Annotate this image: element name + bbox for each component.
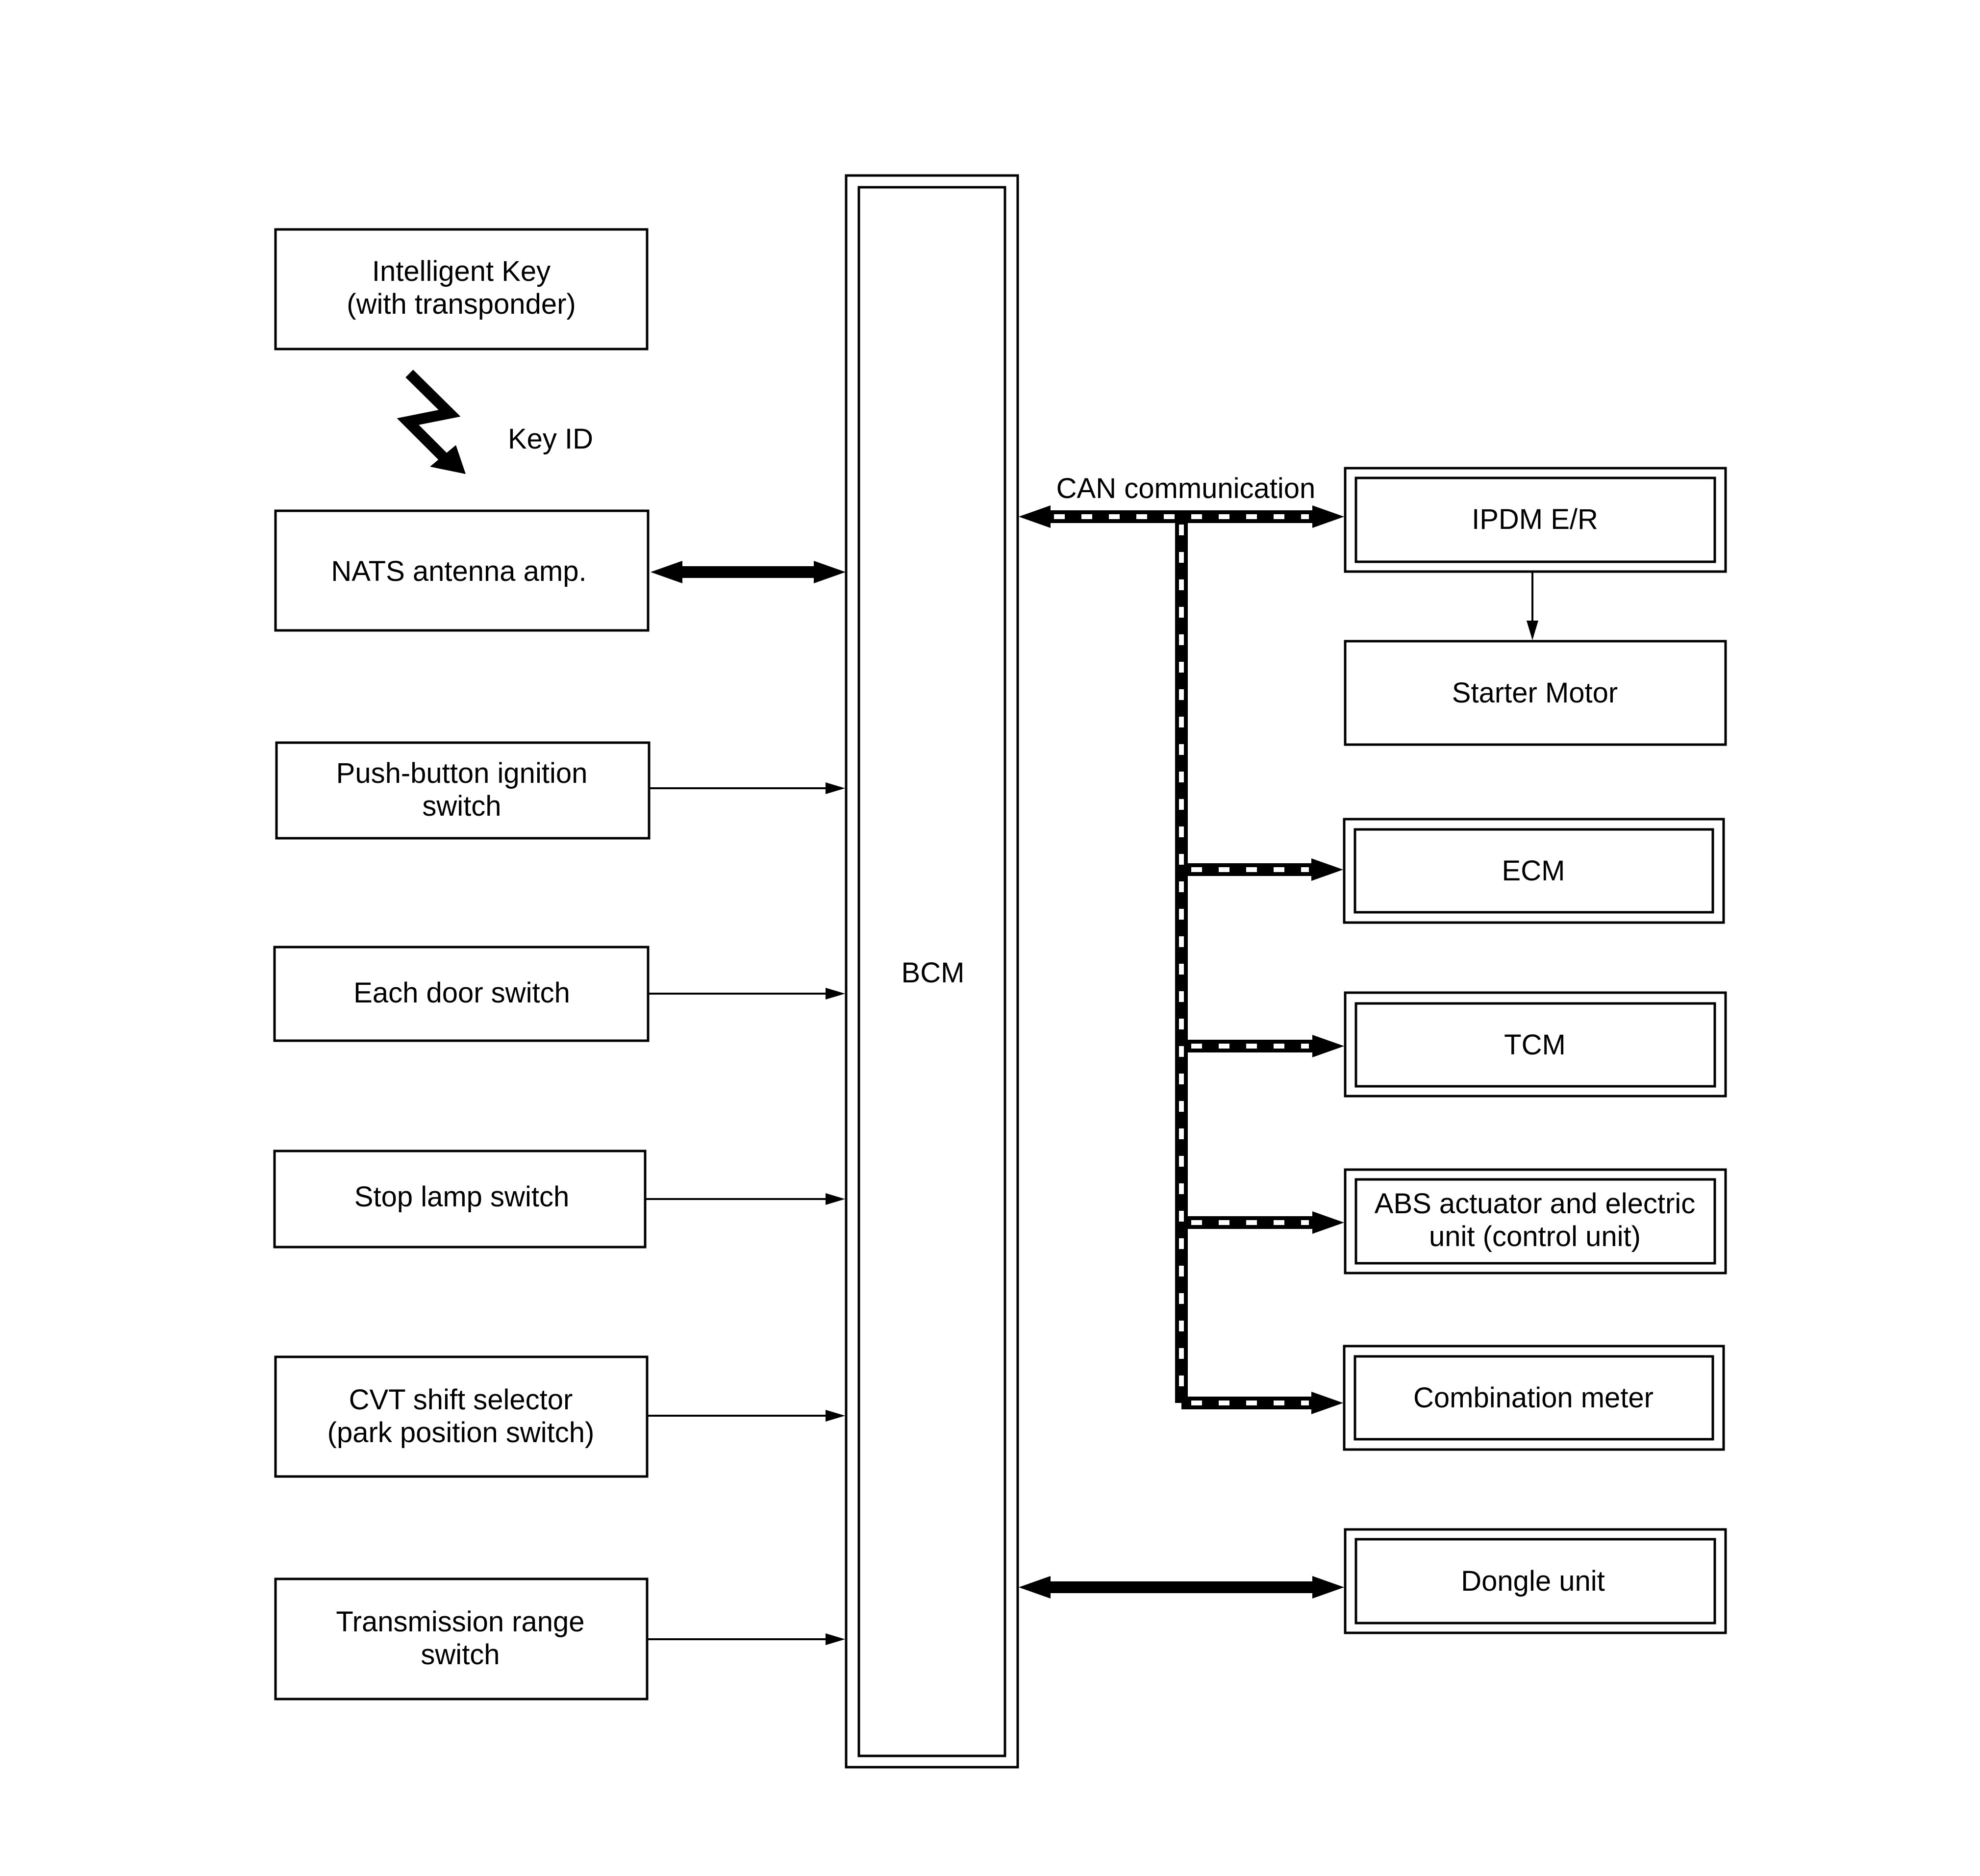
abs-actuator-block: ABS actuator and electric unit (control …: [1344, 1168, 1727, 1275]
stop-lamp-switch-block: Stop lamp switch: [273, 1150, 647, 1249]
cvt-selector-label-line2: (park position switch): [327, 1417, 595, 1449]
abs-label-line2: unit (control unit): [1429, 1221, 1641, 1252]
push-button-label-line2: switch: [422, 790, 501, 822]
ecm-label: ECM: [1502, 855, 1565, 887]
door-switch-to-bcm-arrow: [648, 988, 845, 1000]
tcm-label: TCM: [1504, 1029, 1566, 1061]
cvt-selector-to-bcm-arrow: [647, 1410, 845, 1422]
key-id-label: Key ID: [508, 423, 593, 455]
each-door-switch-label: Each door switch: [353, 977, 570, 1009]
can-arrowhead-abs: [1312, 1211, 1344, 1234]
nats-bcm-bidirectional-arrow: [651, 561, 846, 583]
can-arrowhead-bcm: [1019, 505, 1051, 528]
starter-motor-label: Starter Motor: [1452, 677, 1618, 709]
can-arrowhead-ipdm: [1312, 505, 1344, 528]
stop-lamp-switch-label: Stop lamp switch: [354, 1181, 569, 1213]
cvt-shift-selector-block: CVT shift selector (park position switch…: [274, 1355, 649, 1478]
can-bus-lines: [1049, 510, 1314, 1409]
push-button-label-line1: Push-button ignition: [336, 757, 588, 789]
starter-motor-block: Starter Motor: [1344, 640, 1727, 746]
nats-antenna-amp-block: NATS antenna amp.: [274, 509, 650, 632]
can-arrowhead-combination-meter: [1311, 1392, 1343, 1414]
push-button-ignition-switch-block: Push-button ignition switch: [275, 741, 651, 840]
can-arrowheads: [1019, 505, 1344, 1414]
ipdm-er-block: IPDM E/R: [1344, 467, 1727, 573]
stop-lamp-to-bcm-arrow: [645, 1193, 845, 1205]
cvt-selector-label-line1: CVT shift selector: [349, 1384, 573, 1416]
transmission-range-to-bcm-arrow: [647, 1633, 845, 1645]
dongle-unit-label: Dongle unit: [1461, 1565, 1604, 1597]
can-communication-label: CAN communication: [1056, 473, 1316, 504]
transmission-range-switch-block: Transmission range switch: [274, 1577, 649, 1701]
ipdm-to-starter-arrow: [1527, 572, 1538, 640]
transmission-range-label-line2: switch: [421, 1639, 500, 1671]
dongle-unit-block: Dongle unit: [1344, 1528, 1727, 1634]
intelligent-key-label-line2: (with transponder): [347, 288, 576, 320]
ipdm-er-label: IPDM E/R: [1472, 503, 1598, 535]
combination-meter-block: Combination meter: [1343, 1345, 1725, 1451]
intelligent-key-block: Intelligent Key (with transponder): [274, 228, 649, 350]
combination-meter-label: Combination meter: [1413, 1382, 1654, 1414]
transmission-range-label-line1: Transmission range: [336, 1606, 584, 1638]
can-arrowhead-tcm: [1312, 1035, 1344, 1057]
bcm-block: BCM: [845, 174, 1019, 1769]
push-button-to-bcm-arrow: [649, 782, 845, 794]
abs-label-line1: ABS actuator and electric: [1375, 1188, 1695, 1220]
nats-antenna-amp-label: NATS antenna amp.: [331, 555, 586, 587]
intelligent-key-label-line1: Intelligent Key: [372, 255, 551, 287]
tcm-block: TCM: [1344, 991, 1727, 1098]
bcm-dongle-bidirectional-arrow: [1019, 1576, 1344, 1599]
ecm-block: ECM: [1343, 818, 1725, 924]
key-id-lightning-arrow: [397, 370, 466, 474]
bcm-label: BCM: [902, 957, 965, 989]
can-arrowhead-ecm: [1311, 858, 1343, 881]
each-door-switch-block: Each door switch: [273, 946, 650, 1042]
